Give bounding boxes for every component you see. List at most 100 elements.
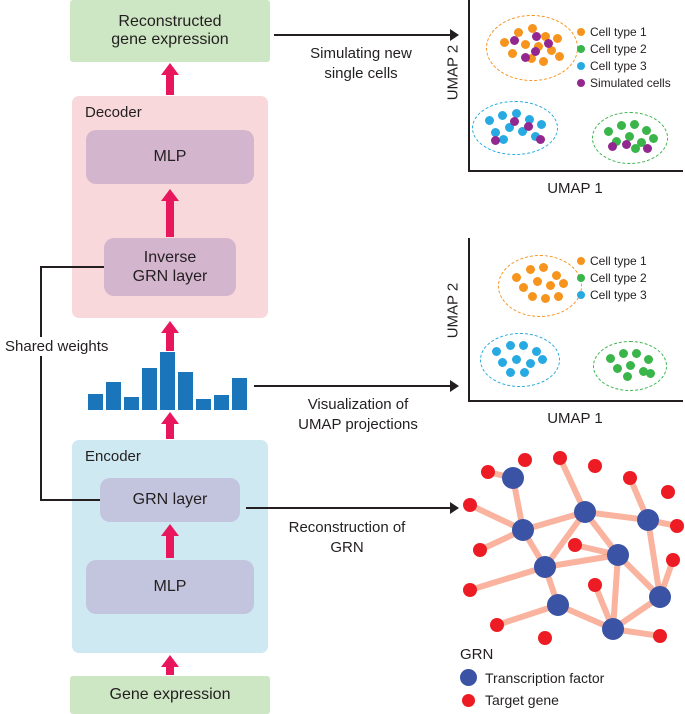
transcription-factor-node <box>512 519 534 541</box>
scatter-dot <box>519 367 529 377</box>
legend-label: Cell type 3 <box>590 58 647 73</box>
scatter-dot <box>612 363 622 373</box>
simulating-cells-label: Simulating new single cells <box>310 45 412 82</box>
umap-projection-ylabel: UMAP 2 <box>444 282 462 339</box>
target-gene-node <box>473 543 487 557</box>
legend-dot <box>577 61 585 70</box>
scatter-dot <box>537 354 547 364</box>
target-gene-node <box>661 485 675 499</box>
shared-weights-line-top <box>40 266 104 268</box>
scatter-dot <box>645 368 655 378</box>
scatter-dot <box>498 134 508 144</box>
scatter-dot <box>636 137 646 147</box>
reconstructed-gene-expression-label: Reconstructed gene expression <box>111 13 229 48</box>
gene-expression-label: Gene expression <box>109 686 231 703</box>
legend-dot <box>577 273 585 282</box>
scatter-dot <box>552 33 562 43</box>
encoder-mlp-label: MLP <box>153 578 187 596</box>
arrow-grn-reconstruction <box>246 502 459 514</box>
target-gene-node <box>670 519 684 533</box>
scatter-dot <box>535 134 545 144</box>
latent-bar <box>160 352 175 410</box>
legend-item: Cell type 2 <box>577 269 647 286</box>
grn-network-graph <box>463 451 684 645</box>
scatter-dot <box>643 354 653 364</box>
tf-legend-dot <box>460 669 477 686</box>
grn-layer-label: GRN layer <box>132 491 208 509</box>
grn-legend-title: GRN <box>460 646 494 663</box>
scatter-dot <box>551 270 561 280</box>
cluster-ellipse-cell-type-3 <box>472 101 558 155</box>
scatter-dot <box>622 371 632 381</box>
scatter-dot <box>520 52 530 62</box>
scatter-dot <box>505 340 515 350</box>
scatter-dot <box>513 27 523 37</box>
transcription-factor-node <box>574 501 596 523</box>
decoder-mlp-label: MLP <box>153 148 187 166</box>
decoder-mlp-box: MLP <box>86 130 254 184</box>
target-gene-node <box>490 618 504 632</box>
cluster-ellipse-cell-type-3 <box>480 333 560 387</box>
scatter-dot <box>507 48 517 58</box>
legend-item: Cell type 3 <box>577 57 671 74</box>
legend-label: Cell type 3 <box>590 287 647 302</box>
scatter-dot <box>533 41 543 51</box>
scatter-dot <box>499 37 509 47</box>
scatter-dot <box>509 116 519 126</box>
scatter-dot <box>511 354 521 364</box>
legend-label: Cell type 2 <box>590 270 647 285</box>
transcription-factor-node <box>649 586 671 608</box>
legend-item: Simulated cells <box>577 74 671 91</box>
decoder-title: Decoder <box>85 104 142 121</box>
scatter-dot <box>630 143 640 153</box>
scatter-dot <box>518 340 528 350</box>
up-arrow-encoder-to-latent <box>159 412 181 439</box>
legend-dot <box>577 78 585 87</box>
transcription-factor-node <box>637 509 659 531</box>
encoder-mlp-box: MLP <box>86 560 254 614</box>
grn-edge <box>645 517 663 600</box>
target-gene-node <box>653 629 667 643</box>
scatter-dot <box>607 141 617 151</box>
up-arrow-input-to-encoder <box>159 655 181 675</box>
transcription-factor-node <box>502 467 524 489</box>
scatter-dot <box>524 114 534 124</box>
latent-bar <box>178 372 193 410</box>
legend-item: Cell type 1 <box>577 252 647 269</box>
scatter-dot <box>526 53 536 63</box>
transcription-factor-node <box>602 618 624 640</box>
scatter-dot <box>618 348 628 358</box>
scatter-dot <box>530 131 540 141</box>
encoder-title: Encoder <box>85 448 141 465</box>
grn-legend: GRN Transcription factor Target gene <box>460 646 604 708</box>
grn-edge <box>610 552 621 632</box>
inverse-grn-layer-label: Inverse GRN layer <box>132 248 208 285</box>
cluster-ellipse-cell-type-2 <box>593 341 667 391</box>
scatter-dot <box>530 46 540 56</box>
target-gene-node <box>538 631 552 645</box>
scatter-dot <box>484 115 494 125</box>
scatter-dot <box>536 119 546 129</box>
legend-dot <box>577 256 585 265</box>
legend-label: Cell type 2 <box>590 41 647 56</box>
target-gene-node <box>463 583 477 597</box>
cluster-ellipse-cell-type-2 <box>592 112 668 164</box>
grn-legend-tf-row: Transcription factor <box>460 669 604 686</box>
scatter-dot <box>518 282 528 292</box>
scatter-dot <box>605 353 615 363</box>
tf-legend-label: Transcription factor <box>485 669 605 686</box>
arrow-simulating-cells <box>274 29 459 41</box>
grn-edge <box>542 509 588 570</box>
scatter-dot <box>531 31 541 41</box>
latent-bar <box>232 378 247 410</box>
umap-simulated-plot <box>468 0 683 172</box>
gene-expression-box: Gene expression <box>70 676 270 714</box>
scatter-dot <box>525 264 535 274</box>
scatter-dot <box>540 293 550 303</box>
reconstructed-gene-expression-box: Reconstructed gene expression <box>70 0 270 62</box>
scatter-dot <box>554 51 564 61</box>
target-gene-node <box>518 453 532 467</box>
inverse-grn-layer-box: Inverse GRN layer <box>104 238 236 296</box>
scatter-dot <box>648 133 658 143</box>
